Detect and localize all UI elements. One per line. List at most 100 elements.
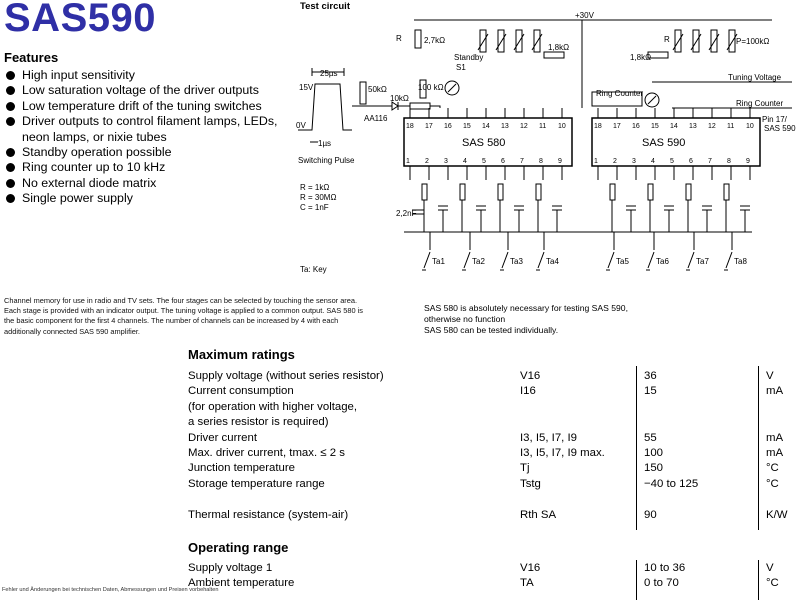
table-cell-param: Thermal resistance (system-air) xyxy=(188,509,349,522)
resistor xyxy=(723,183,730,201)
top-network: R 2,7kΩ Standby S1 100 kΩ 1,8kΩ 1,8kΩ R … xyxy=(396,19,796,133)
table-cell-symbol: I3, I5, I7, I9 max. xyxy=(520,447,605,459)
max-ratings-heading: Maximum ratings xyxy=(188,347,295,362)
r27k-label: 2,7kΩ xyxy=(424,36,445,45)
note-line: SAS 580 is absolutely necessary for test… xyxy=(424,303,628,313)
ring-counter-a-label: Ring Counter xyxy=(596,89,643,98)
feature-text: Driver outputs to control filament lamps… xyxy=(22,114,278,129)
table-cell-value: 150 xyxy=(644,462,664,475)
feature-item: Driver outputs to control filament lamps… xyxy=(4,114,294,129)
table-cell-symbol: V16 xyxy=(520,562,541,574)
key-switch xyxy=(724,232,733,271)
chip-sas580-label: SAS 580 xyxy=(462,137,505,149)
pin-number: 7 xyxy=(520,158,524,165)
pin-number: 10 xyxy=(746,123,754,130)
key-label: Ta4 xyxy=(546,257,559,266)
pot-array-a xyxy=(477,29,543,53)
resistor xyxy=(459,183,466,201)
key-switch xyxy=(422,232,431,271)
capacitor xyxy=(611,200,636,232)
divider xyxy=(758,560,759,600)
table-cell-param: Ambient temperature xyxy=(188,577,295,590)
key-label: Ta7 xyxy=(696,257,709,266)
table-cell-value: 15 xyxy=(644,385,657,398)
pulse-low-label: 0V xyxy=(296,121,306,130)
pin-number: 14 xyxy=(482,123,490,130)
feature-text: Standby operation possible xyxy=(22,145,172,160)
resistor xyxy=(685,183,692,201)
divider xyxy=(758,366,759,530)
pulse-rise-label: 1µs xyxy=(318,139,331,148)
table-cell-unit: K/W xyxy=(766,509,788,522)
bullet-icon xyxy=(6,194,15,204)
key-label: Ta8 xyxy=(734,257,747,266)
feature-item: No external diode matrix xyxy=(4,176,294,191)
capacitor xyxy=(687,200,712,232)
pin-number: 1 xyxy=(406,158,410,165)
capacitor xyxy=(499,200,524,232)
capacitor xyxy=(461,200,486,232)
table-cell-unit: mA xyxy=(766,431,784,444)
pin-number: 2 xyxy=(425,158,429,165)
features-heading: Features xyxy=(4,50,59,65)
r10k-label: 10kΩ xyxy=(390,94,409,103)
divider xyxy=(636,560,637,600)
pin-number: 1 xyxy=(594,158,598,165)
pulse-high-label: 15V xyxy=(299,83,314,92)
switching-pulse-label: Switching Pulse xyxy=(298,156,355,165)
p100k-label: P=100kΩ xyxy=(736,37,769,46)
feature-text: High input sensitivity xyxy=(22,68,135,82)
table-cell-unit: mA xyxy=(766,447,784,459)
test-circuit-title: Test circuit xyxy=(300,1,351,12)
pin-number: 12 xyxy=(520,123,528,130)
pin-number: 18 xyxy=(594,123,602,130)
pin-number: 13 xyxy=(501,123,509,130)
table-cell-param: Storage temperature range xyxy=(188,477,325,490)
pin-number: 16 xyxy=(444,123,452,130)
operating-range-heading: Operating range xyxy=(188,540,289,555)
key-switch xyxy=(646,232,655,271)
pin-number: 4 xyxy=(463,158,467,165)
resistor xyxy=(609,183,616,201)
feature-item: High input sensitivity xyxy=(4,68,294,83)
key-switch xyxy=(686,232,695,271)
test-circuit-diagram: Test circuit +30V 25µs 15V 0V 1µs Switch… xyxy=(296,1,796,274)
bullet-icon xyxy=(6,86,15,96)
table-cell-unit: V xyxy=(766,562,774,574)
pin-number: 2 xyxy=(613,158,617,165)
table-cell-unit: °C xyxy=(766,577,779,590)
table-cell-symbol: Rth SA xyxy=(520,509,557,522)
r18k-a-label: 1,8kΩ xyxy=(548,43,569,52)
key-label: Ta3 xyxy=(510,257,523,266)
footer-text: Fehler und Änderungen bei technischen Da… xyxy=(2,587,219,593)
feature-item: Standby operation possible xyxy=(4,145,294,160)
page-title: SAS590 xyxy=(4,0,156,40)
re-value-label: R = 30MΩ xyxy=(300,193,336,202)
table-cell-param: Current consumption xyxy=(188,385,294,398)
note-line: SAS 580 can be tested individually. xyxy=(424,325,559,335)
c-value-label: C = 1nF xyxy=(300,203,329,212)
chip-sas590-label: SAS 590 xyxy=(642,137,685,149)
feature-text: No external diode matrix xyxy=(22,175,157,190)
pin-number: 14 xyxy=(670,123,678,130)
pin-number: 10 xyxy=(558,123,566,130)
pin17-label: Pin 17/ xyxy=(762,115,788,124)
pin-number: 3 xyxy=(632,158,636,165)
table-cell-symbol: Tstg xyxy=(520,477,541,490)
pin17-ref-label: SAS 590 xyxy=(764,124,796,133)
resistor xyxy=(497,183,504,201)
table-cell-value: 36 xyxy=(644,370,657,382)
feature-text: Ring counter up to 10 kHz xyxy=(22,160,166,175)
switching-pulse: 25µs 15V 0V 1µs Switching Pulse xyxy=(296,68,355,165)
s1-label: S1 xyxy=(456,63,466,72)
pin-number: 6 xyxy=(689,158,693,165)
key-label: Ta5 xyxy=(616,257,629,266)
description-text: Channel memory for use in radio and TV s… xyxy=(4,296,363,336)
table-cell-param: Max. driver current, tmax. ≤ 2 s xyxy=(188,447,345,459)
bullet-icon xyxy=(6,117,15,127)
r18k-b-label: 1,8kΩ xyxy=(630,53,651,62)
table-cell-value: 10 to 36 xyxy=(644,562,686,574)
r50k-label: 50kΩ xyxy=(368,85,387,94)
input-network: 50kΩ 10kΩ AA116 xyxy=(352,81,441,123)
